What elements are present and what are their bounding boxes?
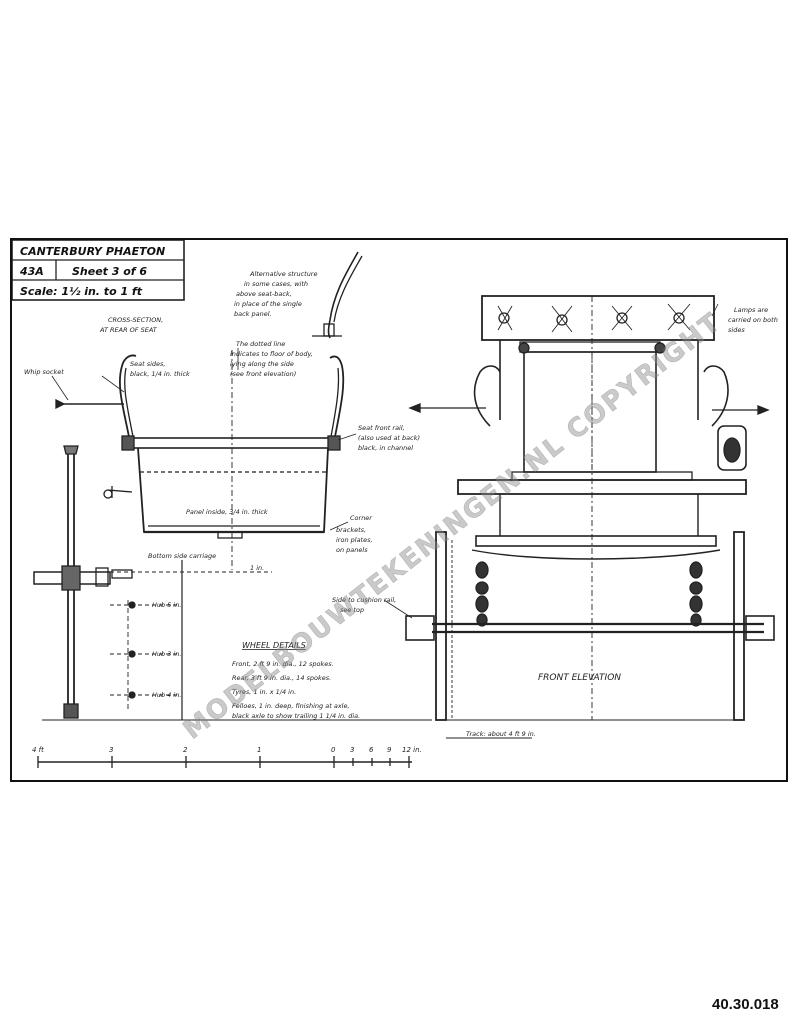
label-alternative-4: in place of the single: [234, 300, 302, 308]
label-lamps-2: carried on both: [728, 316, 778, 324]
label-dotted-line-1: The dotted line: [236, 340, 285, 348]
scale-tick: 3: [350, 746, 354, 754]
label-lamps-3: sides: [728, 326, 745, 334]
label-cross-section-2: AT REAR OF SEAT: [99, 326, 158, 334]
label-wheel-4: Felloes, 1 in. deep, finishing at axle,: [232, 702, 350, 710]
label-hub-2: Hub 3 in.: [152, 650, 181, 658]
technical-drawing: CANTERBURY PHAETON 43A Sheet 3 of 6 Scal…: [12, 240, 778, 768]
label-alternative-3: above seat-back,: [236, 290, 292, 298]
label-alternative-5: back panel.: [234, 310, 272, 318]
leader-lines: [51, 303, 719, 619]
drawing-sheet: CANTERBURY PHAETON 43A Sheet 3 of 6 Scal…: [10, 238, 788, 1013]
label-wheel-1: Front, 2 ft 9 in. dia., 12 spokes.: [232, 660, 334, 668]
scale-tick: 12 in.: [402, 746, 422, 754]
front-elevation-view: [405, 295, 775, 739]
label-dimension: 1 in.: [250, 564, 264, 572]
label-front-elevation: FRONT ELEVATION: [538, 673, 621, 683]
label-lamps: Lamps are: [734, 306, 768, 314]
label-side-rail-2: see top: [340, 606, 364, 614]
sheet-ref: 43A: [19, 265, 44, 278]
scale-tick: 2: [183, 746, 188, 754]
scale-bar: [37, 756, 412, 768]
label-seat-sides-2: black, 1/4 in. thick: [130, 370, 190, 378]
label-dotted-line-2: indicates to floor of body,: [230, 350, 313, 358]
label-hub-3: Hub 4 in.: [152, 691, 181, 699]
cross-section-view: [55, 350, 345, 570]
scale-tick: 9: [387, 746, 392, 754]
label-corner-1: Corner: [350, 514, 373, 522]
label-dotted-line-4: (see front elevation): [230, 370, 296, 378]
label-seat-front: Seat front rail,: [358, 424, 405, 432]
label-hub-1: Hub 5 in.: [152, 601, 181, 609]
label-wheel-details: WHEEL DETAILS: [242, 641, 306, 650]
label-alternative-2: in some cases, with: [244, 280, 308, 288]
label-wheel-3: Tyres, 1 in. x 1/4 in.: [232, 688, 296, 696]
scale-label: Scale: 1½ in. to 1 ft: [20, 285, 143, 298]
alternative-back-detail: [312, 251, 363, 339]
wheel-detail-view: [33, 445, 432, 721]
label-panel: Panel inside, 3/4 in. thick: [186, 508, 268, 516]
label-wheel-5: black axle to show trailing 1 1/4 in. di…: [232, 712, 360, 720]
label-cross-section: CROSS-SECTION,: [108, 316, 163, 324]
title-block: [12, 240, 185, 301]
label-corner-4: on panels: [336, 546, 368, 554]
sheet-number: Sheet 3 of 6: [72, 265, 147, 278]
label-seat-front-3: black, in channel: [358, 444, 413, 452]
scale-tick: 0: [331, 746, 336, 754]
label-dotted-line-3: lying along the side: [230, 360, 294, 368]
scale-tick: 6: [369, 746, 374, 754]
label-bottom-carriage: Bottom side carriage: [148, 552, 216, 560]
label-wheel-2: Rear, 3 ft 9 in. dia., 14 spokes.: [232, 674, 331, 682]
label-whip-socket: Whip socket: [24, 368, 64, 376]
catalog-number: 40.30.018: [712, 996, 779, 1013]
label-seat-sides: Seat sides,: [130, 360, 166, 368]
scale-tick: 1: [257, 746, 261, 754]
label-track: Track: about 4 ft 9 in.: [466, 730, 536, 738]
drawing-title: CANTERBURY PHAETON: [20, 245, 165, 258]
label-corner-2: brackets,: [336, 526, 366, 534]
scale-tick: 4 ft: [32, 746, 44, 754]
scale-tick: 3: [109, 746, 113, 754]
label-alternative-1: Alternative structure: [249, 270, 317, 278]
label-seat-front-2: (also used at back): [358, 434, 420, 442]
label-corner-3: iron plates,: [336, 536, 373, 544]
label-side-rail: Side to cushion rail,: [332, 596, 396, 604]
